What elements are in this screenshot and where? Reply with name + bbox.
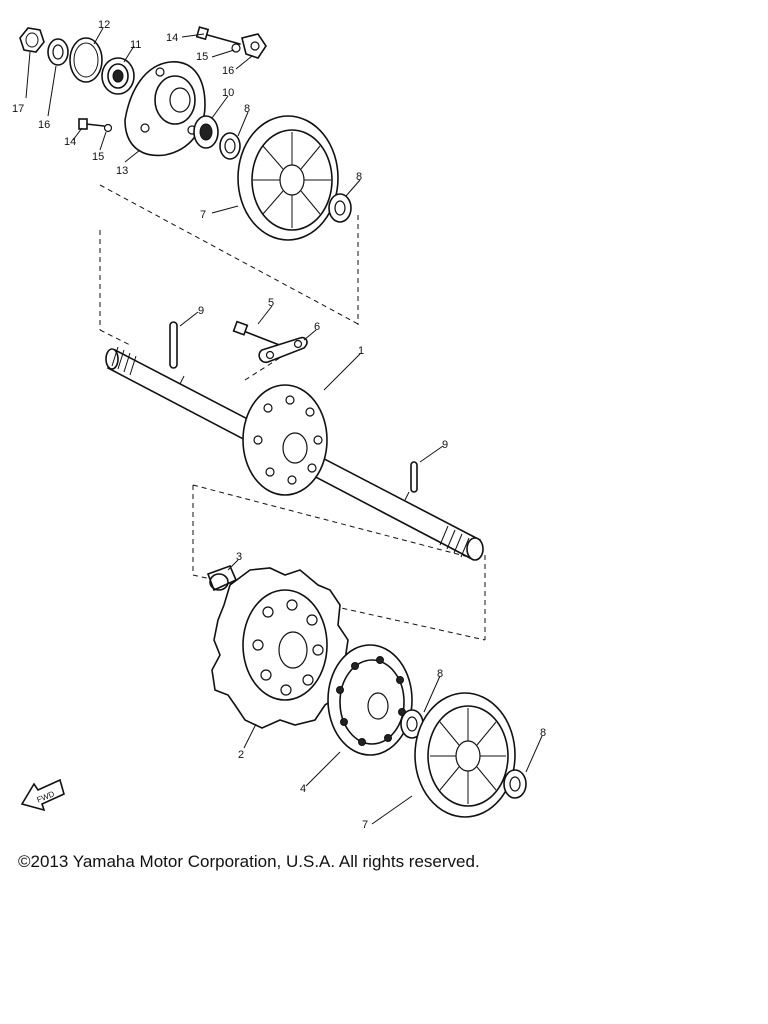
part-9-pin-bottom	[410, 461, 418, 493]
callout-2: 2	[238, 749, 244, 761]
part-8-washer-far-right	[503, 769, 527, 799]
part-16-bracket-top	[241, 33, 267, 59]
part-13-bearing-housing	[124, 61, 206, 157]
part-6-plate	[258, 336, 308, 364]
callout-14-left: 14	[64, 136, 76, 148]
callout-labels: 12 11 14 15 16 17 16 14 15 13 10 8 7 8 9…	[12, 19, 546, 831]
callout-10: 10	[222, 87, 234, 99]
part-17-nut	[19, 27, 45, 53]
part-3-collar	[206, 564, 238, 592]
part-5-bolt	[232, 320, 283, 347]
callout-16-top: 16	[222, 65, 234, 77]
callout-1: 1	[358, 345, 364, 357]
part-11-bearing	[101, 57, 135, 95]
part-16-washer-left	[47, 38, 69, 66]
part-8-washer-top	[219, 132, 241, 160]
callout-15-top: 15	[196, 51, 208, 63]
part-7-idler-wheel-bottom	[414, 692, 516, 818]
part-15-washer-left	[103, 123, 113, 133]
part-8-washer-right-top	[328, 193, 352, 223]
leader-lines	[25, 27, 543, 825]
callout-8-top: 8	[244, 103, 250, 115]
copyright-notice: ©2013 Yamaha Motor Corporation, U.S.A. A…	[18, 852, 480, 871]
callout-8-right-top: 8	[356, 171, 362, 183]
part-14-bolt-left	[78, 118, 105, 130]
callout-11: 11	[130, 39, 141, 51]
part-1-flange	[242, 384, 328, 496]
callout-7-top: 7	[200, 209, 206, 221]
callout-15-left: 15	[92, 151, 104, 163]
callout-14-top: 14	[166, 32, 178, 44]
part-10-oil-seal	[193, 115, 219, 149]
part-7-idler-wheel-top	[237, 115, 339, 241]
callout-5: 5	[268, 297, 274, 309]
callout-4: 4	[300, 783, 306, 795]
callout-7-bottom: 7	[362, 819, 368, 831]
callout-9-top: 9	[198, 305, 204, 317]
part-4-retainer-plate	[327, 644, 413, 756]
part-12-seal-ring	[69, 37, 103, 83]
callout-13: 13	[116, 165, 128, 177]
part-9-pin-top	[169, 321, 178, 369]
callout-6: 6	[314, 321, 320, 333]
fwd-direction-arrow: FWD	[20, 778, 65, 812]
part-2-drive-sprocket	[211, 567, 349, 729]
callout-3: 3	[236, 551, 242, 563]
part-15-washer-top	[231, 43, 241, 53]
part-8-washer-bottom	[400, 709, 424, 739]
callout-12: 12	[98, 19, 110, 31]
callout-9-bottom: 9	[442, 439, 448, 451]
callout-16-left: 16	[38, 119, 50, 131]
callout-17: 17	[12, 103, 24, 115]
callout-8-far-right: 8	[540, 727, 546, 739]
part-14-bolt-top	[195, 26, 241, 45]
callout-8-bottom: 8	[437, 668, 443, 680]
